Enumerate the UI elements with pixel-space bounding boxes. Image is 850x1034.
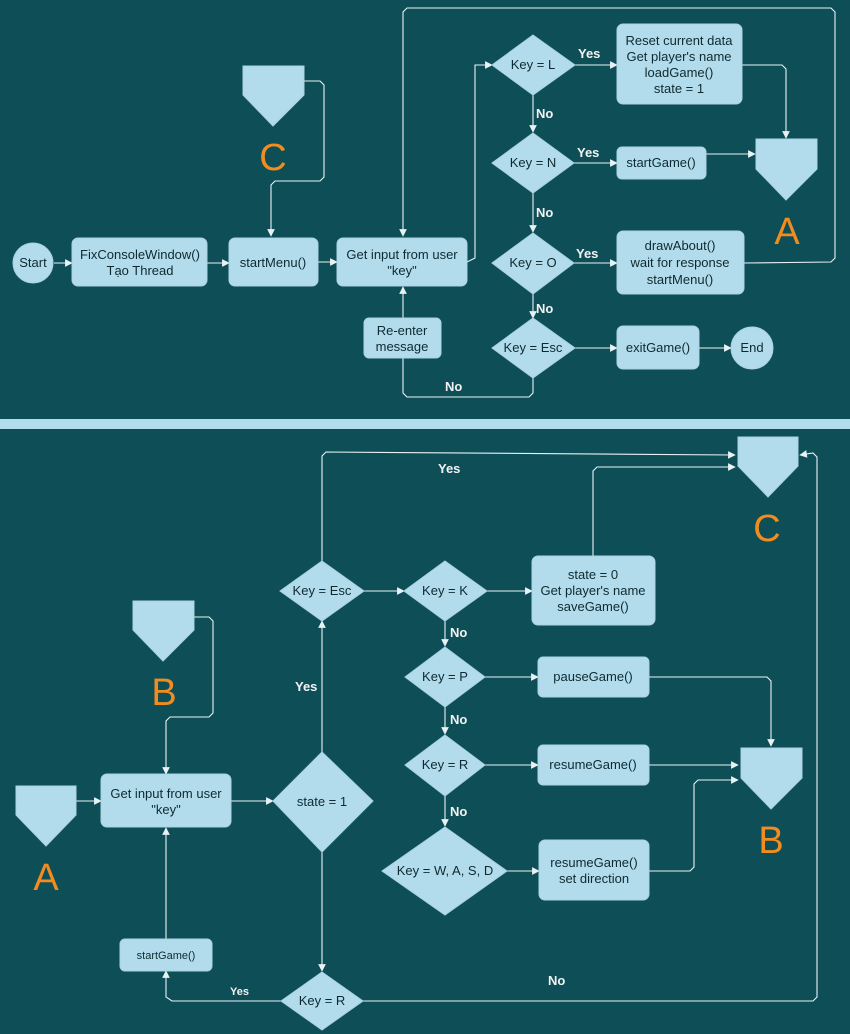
decision-key-r-2: Key = R <box>280 971 364 1031</box>
get-input-box-bottom: Get input from user "key" <box>100 773 232 828</box>
load-box-line-4: state = 1 <box>654 81 704 96</box>
start-label: Start <box>19 255 47 270</box>
resume-game-box: resumeGame() <box>537 744 650 786</box>
label-no-key-k: No <box>450 625 467 640</box>
exit-game-label: exitGame() <box>626 340 690 355</box>
connector-b-label-out: B <box>758 820 783 862</box>
save-box-line-2: Get player's name <box>540 583 645 598</box>
fix-console-box: FixConsoleWindow() Tạo Thread <box>71 237 208 287</box>
section-divider <box>0 419 850 429</box>
reenter-box: Re-enter message <box>363 317 442 359</box>
decision-key-esc-bottom: Key = Esc <box>279 560 365 622</box>
label-no-key-r: No <box>450 804 467 819</box>
decision-state-1-label: state = 1 <box>297 794 347 809</box>
connector-c-out: C <box>737 436 799 550</box>
decision-key-r: Key = R <box>404 734 486 797</box>
load-box-line-1: Reset current data <box>626 33 734 48</box>
decision-key-p: Key = P <box>404 646 486 708</box>
get-input-top-line-2: "key" <box>387 263 417 278</box>
connector-a-label-top: A <box>774 211 800 253</box>
decision-key-esc-top-label: Key = Esc <box>504 340 563 355</box>
label-no-key-l: No <box>536 106 553 121</box>
decision-key-r-2-label: Key = R <box>299 993 346 1008</box>
label-yes-key-r-2: Yes <box>230 986 249 998</box>
bottom-edge-labels: Yes Yes No No No Yes No <box>230 461 565 998</box>
resume-direction-box: resumeGame() set direction <box>538 839 650 901</box>
connector-b-out: B <box>740 747 803 862</box>
draw-about-box: drawAbout() wait for response startMenu(… <box>616 230 745 295</box>
reenter-line-2: message <box>376 339 429 354</box>
pause-game-label: pauseGame() <box>553 669 632 684</box>
connector-b-in: B <box>132 600 195 714</box>
reenter-line-1: Re-enter <box>377 323 428 338</box>
load-box-line-3: loadGame() <box>645 65 714 80</box>
start-game-top-label: startGame() <box>626 155 695 170</box>
start-menu-box: startMenu() <box>228 237 319 287</box>
decision-key-l: Key = L <box>491 34 576 96</box>
get-input-box-top: Get input from user "key" <box>336 237 468 287</box>
connector-c-in-top: C <box>242 65 305 179</box>
start-game-box-bottom: startGame() <box>119 938 213 972</box>
decision-key-r-label: Key = R <box>422 757 469 772</box>
label-yes-esc-bottom: Yes <box>438 461 460 476</box>
decision-key-p-label: Key = P <box>422 669 468 684</box>
label-no-key-o: No <box>536 301 553 316</box>
label-no-key-esc: No <box>445 379 462 394</box>
resume-direction-line-2: set direction <box>559 871 629 886</box>
get-input-top-line-1: Get input from user <box>346 247 458 262</box>
get-input-bottom-line-1: Get input from user <box>110 786 222 801</box>
about-box-line-3: startMenu() <box>647 272 713 287</box>
decision-key-esc-bottom-label: Key = Esc <box>293 583 352 598</box>
label-yes-key-o: Yes <box>576 246 598 261</box>
decision-key-k-label: Key = K <box>422 583 468 598</box>
save-box-line-1: state = 0 <box>568 567 618 582</box>
bottom-edges <box>76 450 818 1002</box>
get-input-bottom-line-2: "key" <box>151 802 181 817</box>
connector-c-label-top: C <box>259 137 286 179</box>
label-no-key-p: No <box>450 712 467 727</box>
resume-direction-line-1: resumeGame() <box>550 855 637 870</box>
label-yes-key-l: Yes <box>578 46 600 61</box>
decision-key-o: Key = O <box>491 232 575 295</box>
load-box-line-2: Get player's name <box>626 49 731 64</box>
start-node: Start <box>12 242 54 284</box>
resume-game-label: resumeGame() <box>549 757 636 772</box>
end-label: End <box>740 340 763 355</box>
label-no-key-n: No <box>536 205 553 220</box>
decision-key-o-label: Key = O <box>509 255 556 270</box>
exit-game-box: exitGame() <box>616 325 700 370</box>
label-no-key-r-2: No <box>548 973 565 988</box>
label-yes-key-n: Yes <box>577 145 599 160</box>
end-node: End <box>730 326 774 370</box>
about-box-line-2: wait for response <box>630 255 730 270</box>
decision-key-l-label: Key = L <box>511 57 555 72</box>
load-game-box: Reset current data Get player's name loa… <box>616 23 743 105</box>
label-yes-state-1: Yes <box>295 679 317 694</box>
start-game-bottom-label: startGame() <box>137 950 196 962</box>
decision-key-esc-top: Key = Esc <box>491 317 576 379</box>
decision-key-wasd: Key = W, A, S, D <box>381 826 508 916</box>
decision-key-k: Key = K <box>403 560 488 622</box>
start-game-box-top: startGame() <box>616 146 707 180</box>
fix-console-line-1: FixConsoleWindow() <box>80 247 200 262</box>
connector-b-label-in: B <box>151 672 176 714</box>
connector-c-label-out: C <box>753 508 780 550</box>
decision-state-1: state = 1 <box>272 751 374 853</box>
decision-key-n-label: Key = N <box>510 155 557 170</box>
connector-a-in: A <box>15 785 77 899</box>
pause-game-box: pauseGame() <box>537 656 650 698</box>
save-box-line-3: saveGame() <box>557 599 629 614</box>
start-menu-label: startMenu() <box>240 255 306 270</box>
decision-key-n: Key = N <box>491 132 575 194</box>
save-game-box: state = 0 Get player's name saveGame() <box>531 555 656 626</box>
about-box-line-1: drawAbout() <box>645 238 716 253</box>
top-edge-labels: Yes Yes Yes No No No No <box>445 46 600 394</box>
connector-a-label-in: A <box>33 857 59 899</box>
connector-a-out-top: A <box>755 138 818 253</box>
top-edges <box>54 7 836 398</box>
decision-key-wasd-label: Key = W, A, S, D <box>397 863 493 878</box>
fix-console-line-2: Tạo Thread <box>107 263 174 278</box>
